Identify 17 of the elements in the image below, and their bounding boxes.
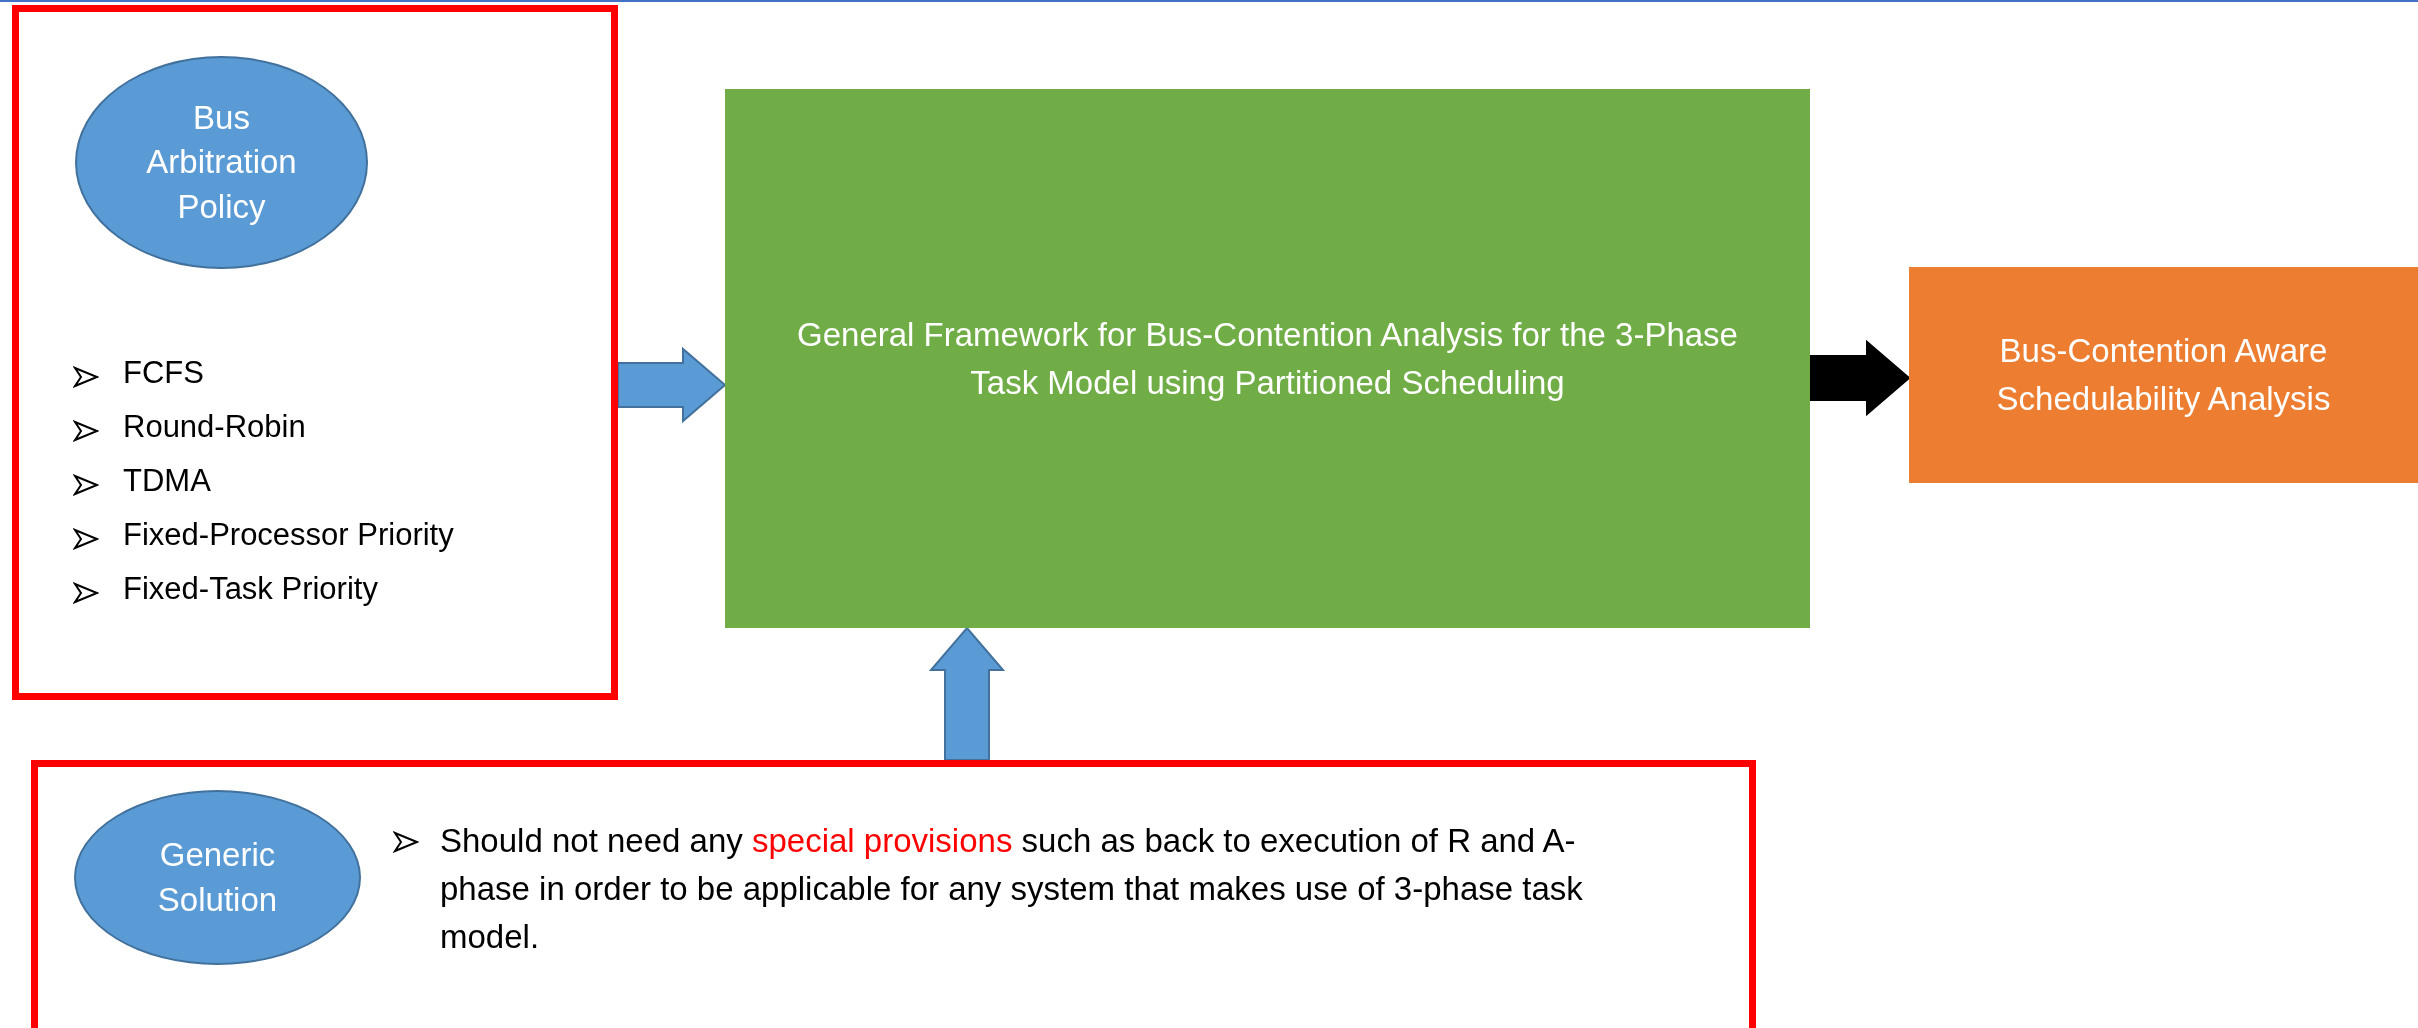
- list-item: Round-Robin: [123, 409, 306, 445]
- box-label: General Framework for Bus-Contention Analysis for the 3-Phase Task Model using Partitioned Scheduling: [796, 314, 1739, 403]
- block-arrow: [617, 346, 727, 424]
- block-arrow: [928, 626, 1006, 761]
- ellipse-label: Generic Solution: [156, 834, 279, 920]
- list-item: TDMA: [123, 463, 211, 499]
- group-frame: [12, 5, 618, 700]
- box-label: Bus-Contention Aware Schedulability Analysis: [1995, 331, 2332, 419]
- list-item: FCFS: [123, 355, 204, 391]
- process-box: [725, 89, 1810, 628]
- process-box: [1909, 267, 2418, 483]
- list-item: Fixed-Task Priority: [123, 571, 378, 607]
- bullet-paragraph: Should not need any special provisions such as back to execution of R and A-phase in order to be applicable for any system that makes use of 3-phase task model.: [440, 821, 1584, 957]
- ellipse-label: Bus Arbitration Policy: [145, 97, 298, 227]
- block-arrow: [1809, 339, 1911, 417]
- list-item: Fixed-Processor Priority: [123, 517, 454, 553]
- group-frame: [31, 760, 1756, 1028]
